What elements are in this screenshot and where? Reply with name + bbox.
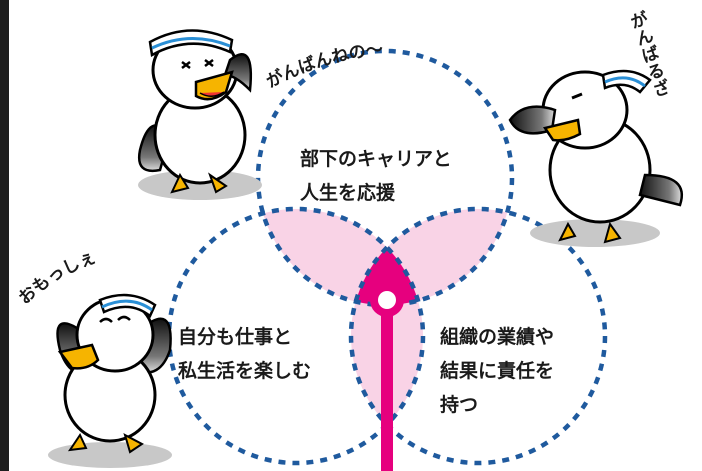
- pin-marker: [370, 283, 404, 471]
- seagull-top-right-icon: [508, 69, 683, 247]
- label-right-line-1: 組織の業績や: [440, 326, 555, 348]
- overlap-top-right: [351, 209, 512, 305]
- label-top-circle: 部下のキャリアと 人生を応援: [300, 142, 452, 210]
- label-top-line-2: 人生を応援: [300, 182, 396, 204]
- speech-top-left: がんばんねの〜: [263, 40, 384, 92]
- label-right-line-2: 結果に責任を: [440, 360, 555, 382]
- left-border: [0, 0, 9, 471]
- label-left-circle: 自分も仕事と 私生活を楽しむ: [178, 320, 311, 388]
- label-left-line-2: 私生活を楽しむ: [178, 360, 312, 382]
- seagull-top-left-icon: [137, 29, 262, 200]
- circle-right-outline: [348, 206, 608, 466]
- label-top-line-1: 部下のキャリアと: [300, 148, 452, 170]
- seagull-bottom-left-icon: [48, 293, 172, 468]
- speech-bottom-left: おもっしぇ: [15, 247, 99, 308]
- label-right-line-3: 持つ: [440, 394, 479, 416]
- label-right-circle: 組織の業績や 結果に責任を 持つ: [440, 320, 554, 422]
- label-left-line-1: 自分も仕事と: [178, 326, 293, 348]
- overlap-top-left: [258, 209, 423, 305]
